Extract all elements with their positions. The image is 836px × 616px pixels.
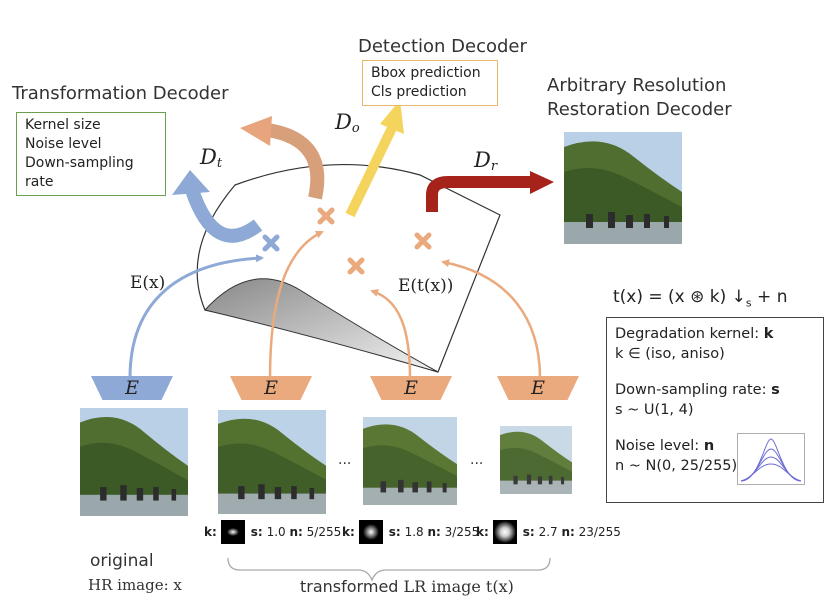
arrow-blue-encoder [128,254,264,379]
kernel-thumbnail-2 [358,520,383,544]
degradation-formula: t(x) = (x ⊛ k) ↓s + n [613,287,788,310]
feature-label-ex: E(x) [130,273,166,293]
kernel-thumbnail-1 [220,520,245,544]
transformation-decoder-title: Transformation Decoder [12,83,229,104]
ellipsis-2: ... [470,452,484,468]
transformation-decoder-arrow-orange [266,123,325,200]
caption-transformed: transformed LR image t(x) [300,577,514,596]
decoder-label-dr: Dr [474,148,498,174]
feature-cross-blue [262,234,280,252]
kernel-thumbnail-3 [492,520,517,544]
caption-original: original [90,551,154,571]
arrow-orange-encoder-1 [268,230,324,379]
kernel-domain-line: k ∈ (iso, aniso) [615,346,725,362]
downsampling-rate-item: Down-sampling rate [25,155,134,190]
lr-image-1 [218,410,326,514]
manifold-shadow [204,278,439,373]
transformation-decoder-arrow-blue [185,187,263,243]
kernel-line: Degradation kernel: k [615,326,774,342]
cls-prediction-item: Cls prediction [371,84,467,100]
arrow-orange-encoder-3 [441,259,542,379]
feature-cross-orange-1 [317,207,335,225]
ellipsis-1: ... [338,452,352,468]
feature-label-etx: E(t(x)) [398,276,454,296]
restored-output-image [564,132,682,244]
decoder-label-do: Do [335,110,360,136]
transformation-decoder-box: Kernel size Noise level Down-sampling ra… [16,112,166,196]
rate-line: Down-sampling rate: s [615,382,780,398]
gaussian-curves-plot [737,433,805,485]
transformed-bracket [227,557,551,582]
noise-dist-line: n ~ N(0, 25/255) [615,458,738,474]
noise-level-item: Noise level [25,136,102,152]
bbox-prediction-item: Bbox prediction [371,65,481,81]
detection-decoder-title: Detection Decoder [358,36,527,57]
detection-decoder-arrow [345,125,397,218]
encoder-lr-2: E [370,376,452,400]
caption-hr-image: HR image: x [88,576,182,594]
restoration-decoder-title-line1: Arbitrary Resolution [547,75,727,96]
kernel-size-item: Kernel size [25,117,101,133]
encoder-hr: E [91,376,173,400]
detection-decoder-box: Bbox prediction Cls prediction [362,60,498,106]
arrow-orange-encoder-2 [370,289,412,379]
sample-params-1: k: s: 1.0 n: 5/255 [204,520,341,544]
decoder-label-dt: Dt [200,145,223,171]
hr-image [80,408,188,516]
restoration-decoder-arrow [426,176,532,212]
restoration-decoder-title-line2: Restoration Decoder [547,99,732,120]
lr-image-3 [500,426,572,494]
sample-params-2: k: s: 1.8 n: 3/255 [342,520,479,544]
degradation-params-box: Degradation kernel: k k ∈ (iso, aniso) D… [606,317,824,503]
encoder-lr-1: E [230,376,312,400]
feature-cross-orange-3 [414,232,432,250]
lr-image-2 [363,417,457,505]
noise-line: Noise level: n [615,438,715,454]
rate-dist-line: s ~ U(1, 4) [615,402,694,418]
sample-params-3: k: s: 2.7 n: 23/255 [476,520,621,544]
feature-cross-orange-2 [347,257,365,275]
encoder-lr-3: E [497,376,579,400]
